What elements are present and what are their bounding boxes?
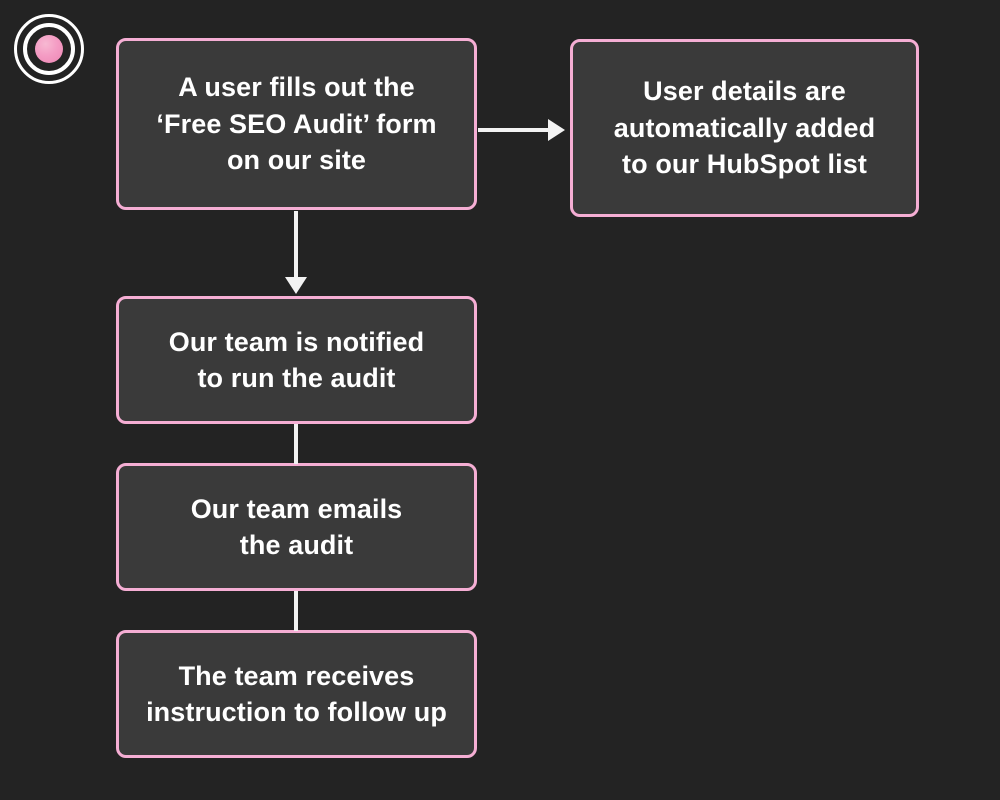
flow-node-emails[interactable]: Our team emails the audit xyxy=(116,463,477,591)
logo-outer-ring xyxy=(14,14,84,84)
flow-node-notified-label: Our team is notified to run the audit xyxy=(168,326,425,393)
connector-form-to-notified xyxy=(294,211,298,279)
arrow-down-icon xyxy=(285,277,307,294)
flow-node-followup[interactable]: The team receives instruction to follow … xyxy=(116,630,477,758)
flow-node-notified[interactable]: Our team is notified to run the audit xyxy=(116,296,477,424)
connector-emails-to-followup xyxy=(294,591,298,631)
flow-node-hubspot[interactable]: User details are automatically added to … xyxy=(570,39,919,217)
flow-node-hubspot-label: User details are automatically added to … xyxy=(613,76,876,180)
flow-node-form[interactable]: A user fills out the ‘Free SEO Audit’ fo… xyxy=(116,38,477,210)
connector-form-to-hubspot xyxy=(478,128,550,132)
logo-inner-ring xyxy=(23,23,75,75)
logo-core-circle xyxy=(35,35,63,63)
connector-notified-to-emails xyxy=(294,424,298,464)
concentric-circles-logo xyxy=(14,14,90,90)
flow-node-emails-label: Our team emails the audit xyxy=(190,493,403,560)
flow-node-followup-label: The team receives instruction to follow … xyxy=(146,660,447,727)
flow-node-form-label: A user fills out the ‘Free SEO Audit’ fo… xyxy=(156,72,437,176)
arrow-right-icon xyxy=(548,119,565,141)
